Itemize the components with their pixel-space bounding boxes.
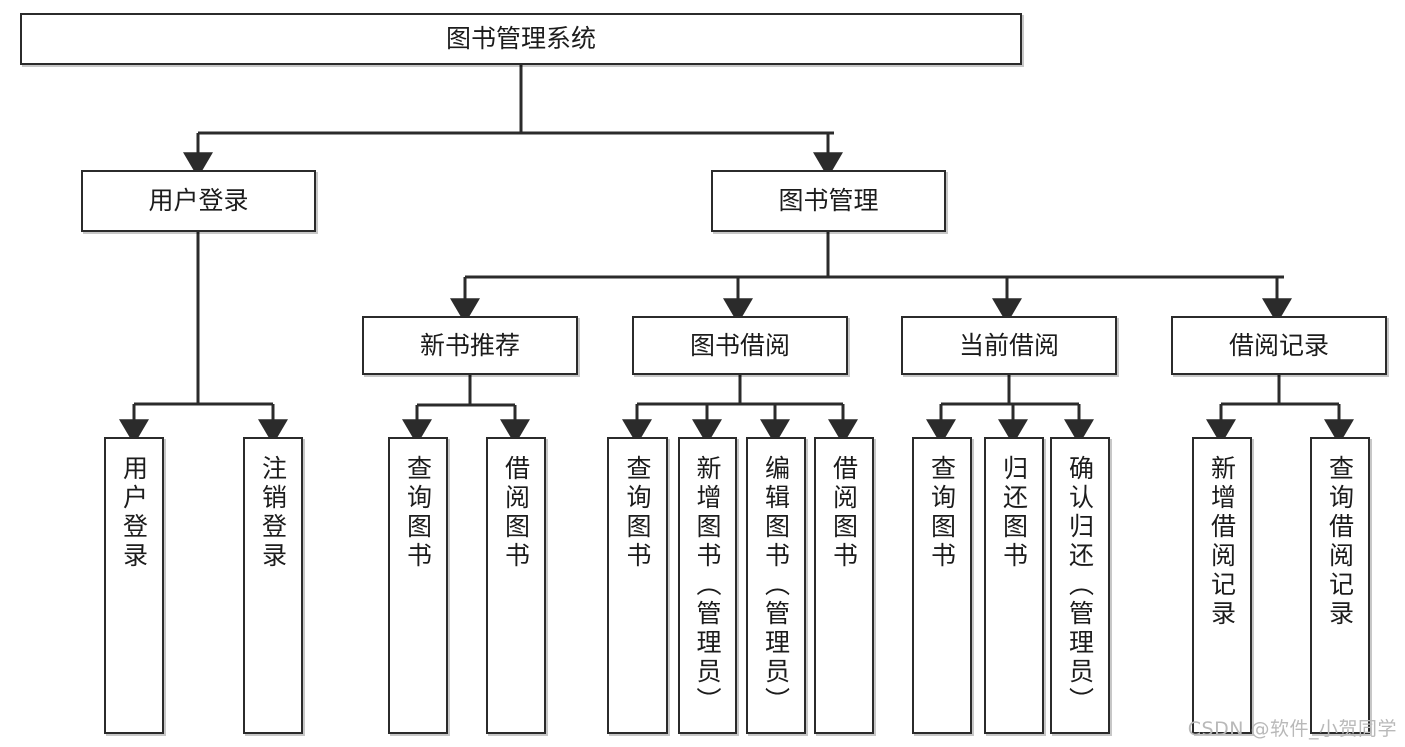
node-book-manage[interactable]: 图书管理 bbox=[711, 170, 946, 232]
node-label: 归还图书 bbox=[999, 455, 1029, 571]
node-leaf-add-borrow-record[interactable]: 新增借阅记录 bbox=[1192, 437, 1252, 734]
node-leaf-query-borrow-record[interactable]: 查询借阅记录 bbox=[1310, 437, 1370, 734]
node-borrow-record[interactable]: 借阅记录 bbox=[1171, 316, 1387, 375]
node-book-borrow[interactable]: 图书借阅 bbox=[632, 316, 848, 375]
node-label: 新增借阅记录 bbox=[1207, 455, 1237, 629]
node-label: 借阅图书 bbox=[501, 455, 531, 571]
node-label: 查询借阅记录 bbox=[1325, 455, 1355, 629]
node-new-book-recommend[interactable]: 新书推荐 bbox=[362, 316, 578, 375]
node-root-system[interactable]: 图书管理系统 bbox=[20, 13, 1022, 65]
node-label: 用户登录 bbox=[119, 455, 149, 571]
node-leaf-confirm-return-admin[interactable]: 确认归还（管理员） bbox=[1050, 437, 1110, 734]
node-leaf-query-book-borrow[interactable]: 查询图书 bbox=[607, 437, 668, 734]
node-label: 图书管理系统 bbox=[445, 24, 596, 54]
node-label: 借阅图书 bbox=[829, 455, 859, 571]
node-label: 图书管理 bbox=[778, 186, 879, 216]
node-leaf-query-book-current[interactable]: 查询图书 bbox=[912, 437, 972, 734]
node-label: 查询图书 bbox=[927, 455, 957, 571]
node-leaf-query-book-recommend[interactable]: 查询图书 bbox=[388, 437, 448, 734]
node-leaf-user-logout[interactable]: 注销登录 bbox=[243, 437, 303, 734]
node-leaf-user-login[interactable]: 用户登录 bbox=[104, 437, 164, 734]
node-label: 借阅记录 bbox=[1228, 330, 1329, 360]
node-leaf-borrow-book-recommend[interactable]: 借阅图书 bbox=[486, 437, 546, 734]
node-leaf-add-book-admin[interactable]: 新增图书（管理员） bbox=[678, 437, 737, 734]
node-label: 新书推荐 bbox=[419, 330, 520, 360]
node-label: 注销登录 bbox=[258, 455, 288, 571]
node-label: 确认归还（管理员） bbox=[1065, 455, 1095, 716]
node-label: 当前借阅 bbox=[958, 330, 1059, 360]
node-leaf-borrow-book[interactable]: 借阅图书 bbox=[814, 437, 874, 734]
node-label: 用户登录 bbox=[148, 186, 249, 216]
node-user-login[interactable]: 用户登录 bbox=[81, 170, 316, 232]
node-leaf-return-book[interactable]: 归还图书 bbox=[984, 437, 1044, 734]
node-label: 查询图书 bbox=[403, 455, 433, 571]
node-label: 查询图书 bbox=[623, 455, 652, 571]
node-label: 新增图书（管理员） bbox=[693, 455, 722, 716]
node-label: 图书借阅 bbox=[689, 330, 790, 360]
node-label: 编辑图书（管理员） bbox=[761, 455, 791, 716]
node-current-borrow[interactable]: 当前借阅 bbox=[901, 316, 1117, 375]
node-leaf-edit-book-admin[interactable]: 编辑图书（管理员） bbox=[746, 437, 806, 734]
